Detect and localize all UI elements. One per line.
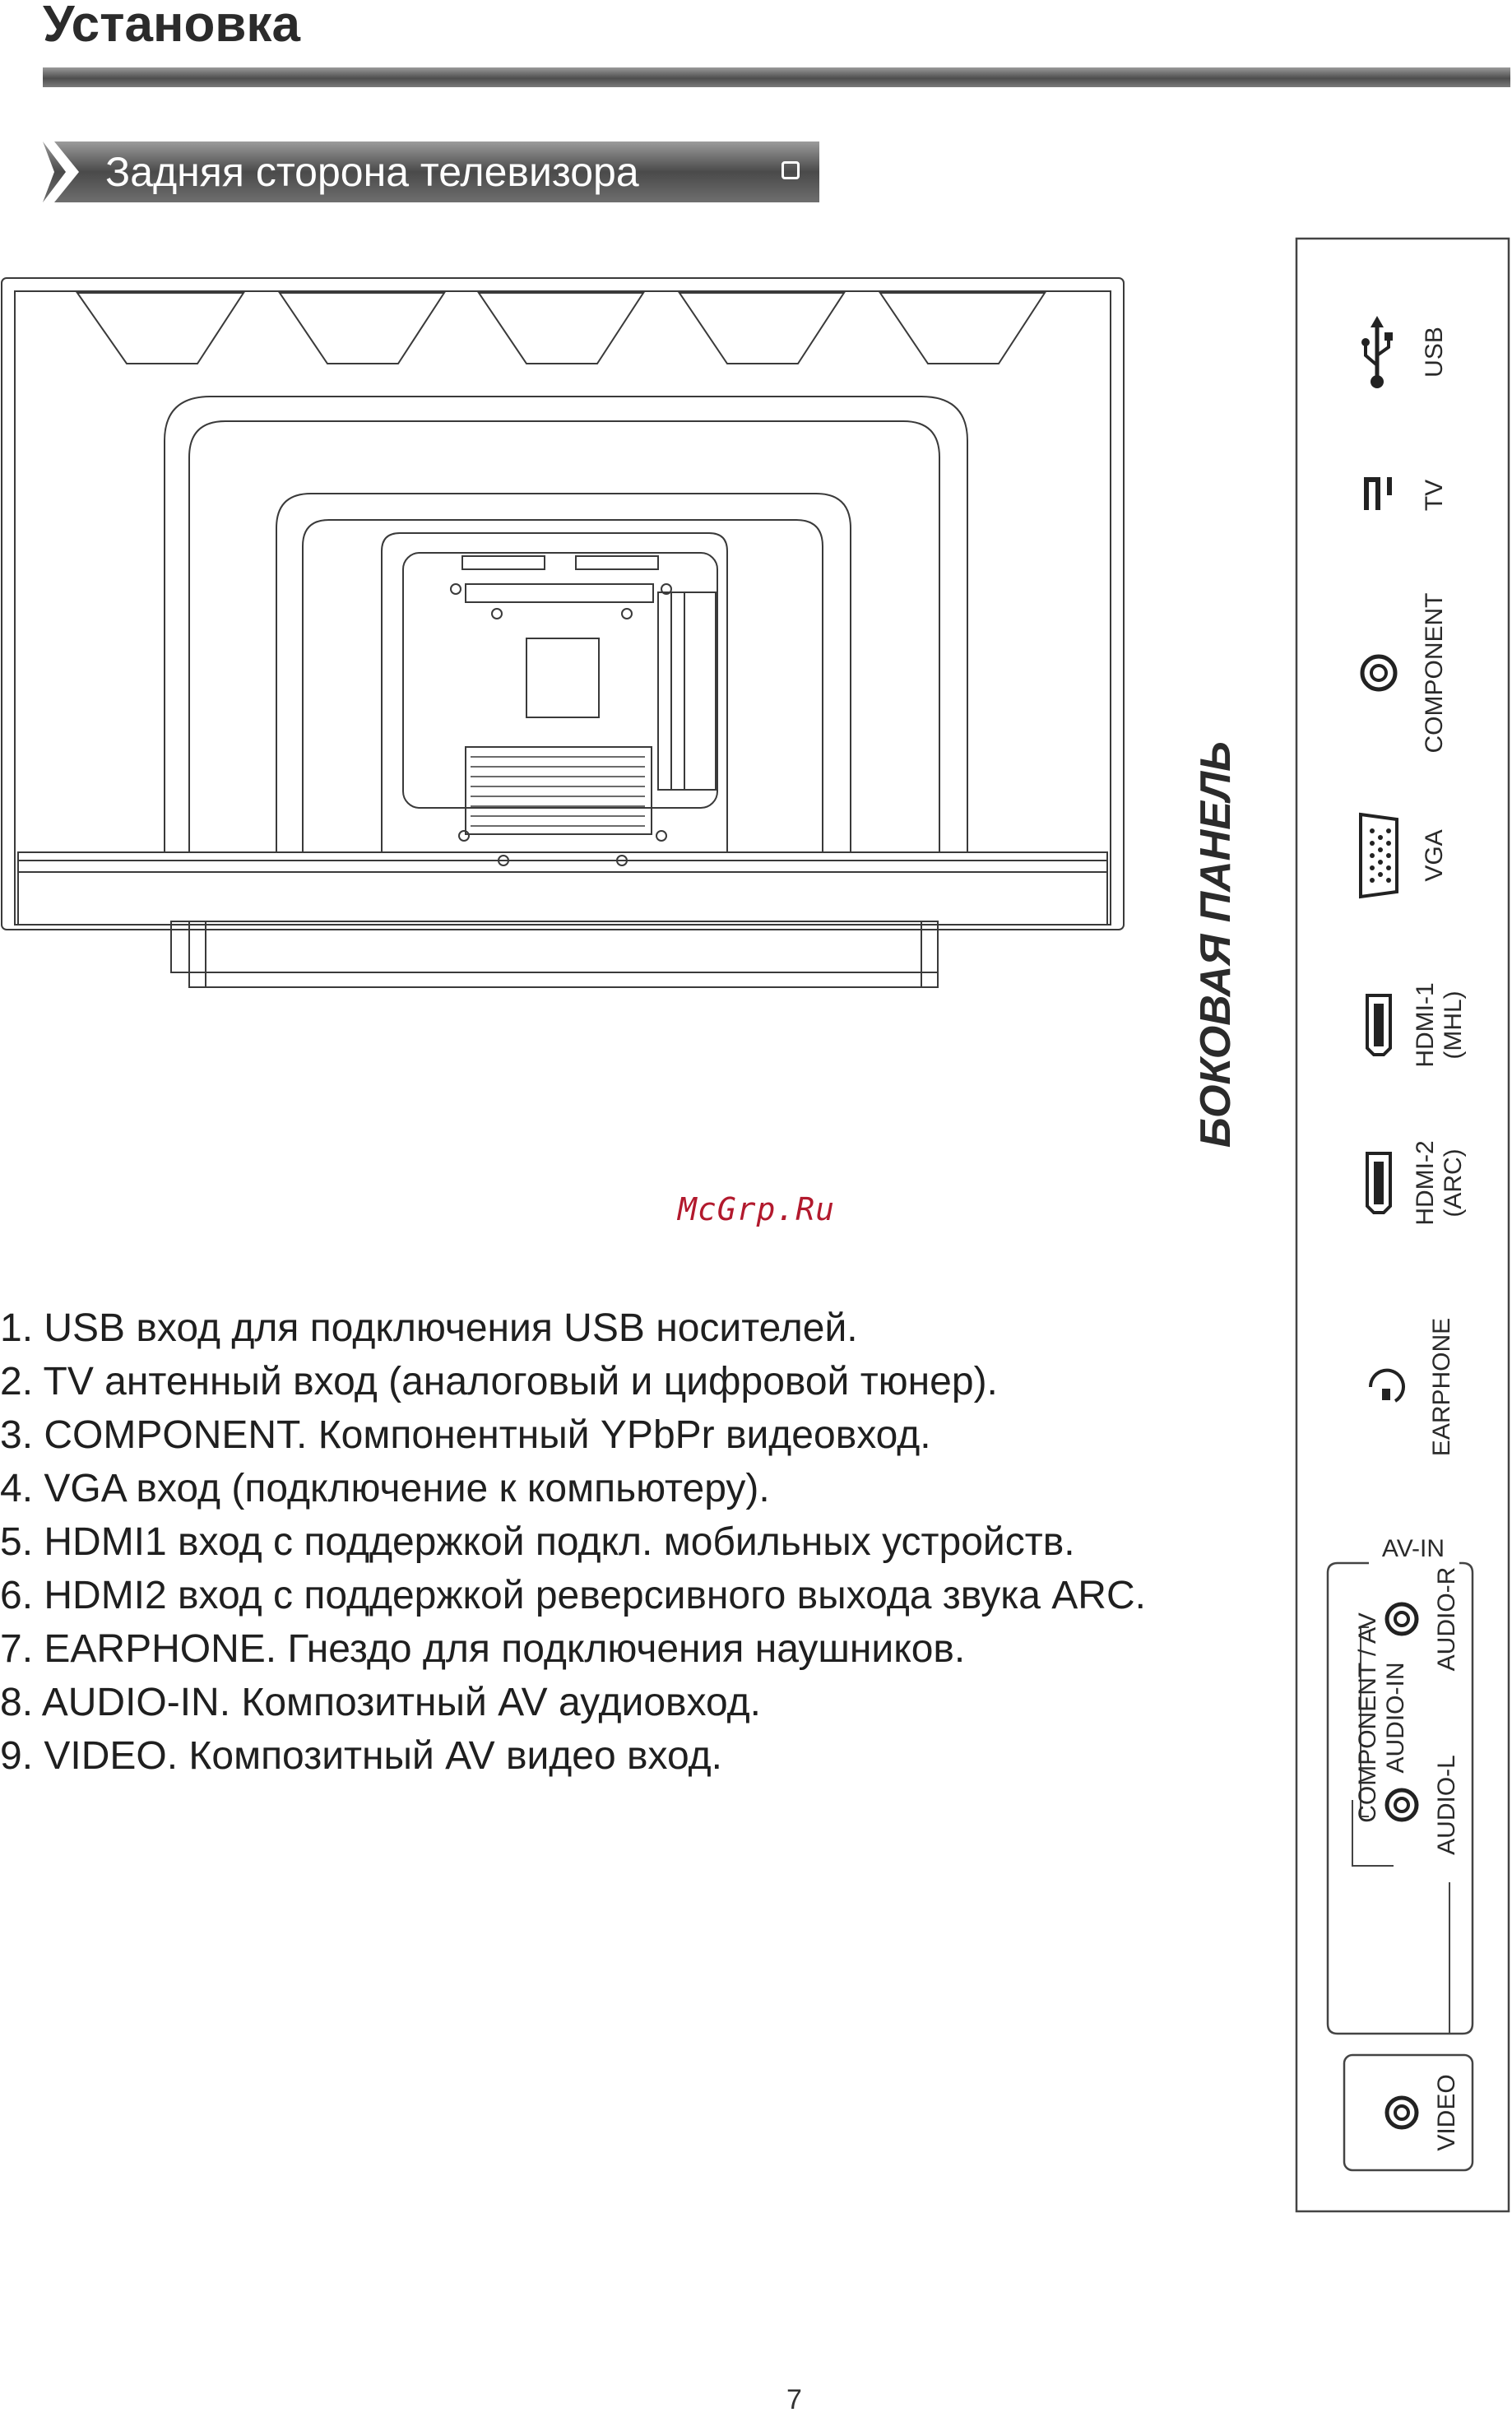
- port-label-component: COMPONENT: [1421, 593, 1448, 754]
- list-item: 5. HDMI1 вход с поддержкой подкл. мобиль…: [0, 1520, 1075, 1564]
- port-label-hdmi1-mhl: (MHL): [1440, 990, 1467, 1059]
- list-item: 9. VIDEO. Композитный AV видео вход.: [0, 1734, 722, 1778]
- port-label-hdmi2: HDMI-2: [1412, 1140, 1439, 1225]
- port-label-hdmi2-arc: (ARC): [1440, 1148, 1467, 1217]
- list-item: 7. EARPHONE. Гнездо для подключения науш…: [0, 1627, 966, 1671]
- watermark: McGrp.Ru: [678, 1191, 836, 1227]
- list-item: 1. USB вход для подключения USB носителе…: [0, 1306, 858, 1350]
- rca-jack-icon: [1360, 654, 1398, 692]
- list-item: 8. AUDIO-IN. Композитный AV аудиовход.: [0, 1681, 761, 1724]
- section-banner: Задняя сторона телевизора: [43, 141, 819, 202]
- tv-rear-diagram: [1, 277, 1125, 988]
- headphones-icon: [1368, 1368, 1405, 1403]
- port-label-usb: USB: [1421, 327, 1448, 378]
- side-panel-diagram: USB TV COMPONENT VGA HDMI-1 (MHL) HDMI-2…: [1295, 237, 1510, 2213]
- port-label-tv: TV: [1421, 480, 1448, 511]
- port-label-video: VIDEO: [1433, 2074, 1460, 2150]
- section-title: Задняя сторона телевизора: [105, 149, 639, 195]
- video-group: VIDEO: [1343, 2053, 1474, 2172]
- port-label-audio-r: AUDIO-R: [1433, 1567, 1460, 1672]
- page-number: 7: [786, 2384, 802, 2415]
- port-label-earphone: EARPHONE: [1428, 1318, 1455, 1456]
- side-panel-title: БОКОВАЯ ПАНЕЛЬ: [1192, 740, 1240, 1148]
- rca-jack-icon: [1384, 2095, 1419, 2130]
- rca-jack-icon: [1384, 1602, 1419, 1636]
- group-label-component-av: COMPONENT / AV: [1354, 1612, 1381, 1823]
- hdmi-port-icon: [1366, 1152, 1392, 1214]
- port-label-audio-l: AUDIO-L: [1433, 1755, 1460, 1855]
- port-label-audio-in: AUDIO-IN: [1382, 1663, 1409, 1774]
- chevron-right-icon: [43, 141, 79, 202]
- list-item: 6. HDMI2 вход с поддержкой реверсивного …: [0, 1574, 1146, 1617]
- usb-icon: [1361, 316, 1393, 388]
- page-title: Установка: [43, 0, 300, 53]
- rca-jack-icon: [1384, 1788, 1419, 1822]
- square-icon: [782, 161, 800, 179]
- group-label-av-in: AV-IN: [1382, 1535, 1445, 1562]
- port-label-vga: VGA: [1421, 829, 1448, 881]
- list-item: 4. VGA вход (подключение к компьютеру).: [0, 1467, 770, 1510]
- hdmi-port-icon: [1366, 994, 1392, 1056]
- header-rule: [43, 67, 1510, 87]
- connector-list: 1. USB вход для подключения USB носителе…: [0, 1301, 1146, 1783]
- antenna-icon: [1364, 477, 1392, 510]
- list-item: 3. COMPONENT. Компонентный YPbPr видеовх…: [0, 1413, 931, 1457]
- list-item: 2. TV антенный вход (аналоговый и цифров…: [0, 1360, 998, 1403]
- vga-port-icon: [1359, 812, 1398, 899]
- av-in-group: AV-IN COMPONENT / AV AUDIO-IN AUDIO-R AU…: [1326, 1535, 1474, 2035]
- port-label-hdmi1: HDMI-1: [1412, 982, 1439, 1067]
